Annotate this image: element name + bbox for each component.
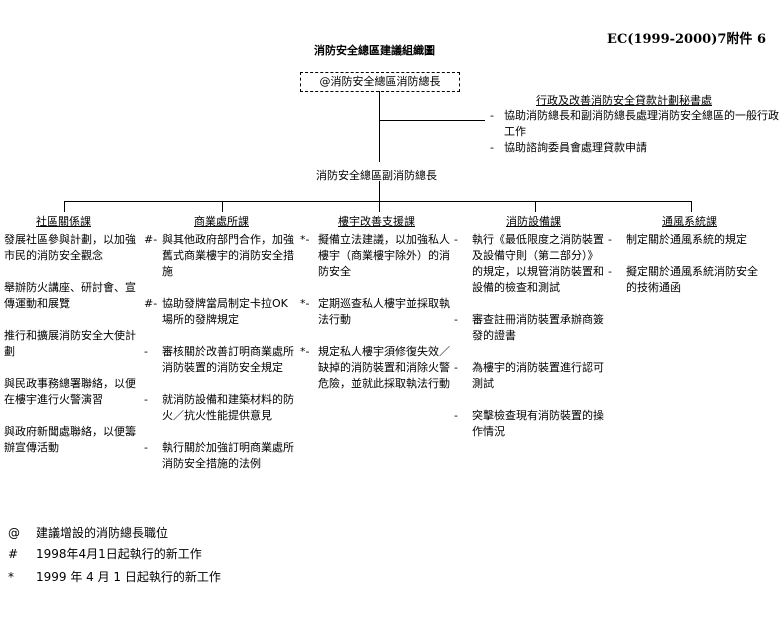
duty-item: - 擬定關於通風系統消防安全的技術通函 bbox=[608, 264, 766, 296]
connector-drop-5 bbox=[691, 201, 692, 212]
duty-text: 推行和擴展消防安全大使計劃 bbox=[4, 329, 136, 358]
duty-text: 執行《最低限度之消防裝置及設備守則（第二部分）》的規定，以規管消防裝置和設備的檢… bbox=[472, 233, 604, 294]
duty-item: - 突擊檢查現有消防裝置的操作情況 bbox=[454, 408, 606, 440]
duty-item: - 制定關於通風系統的規定 bbox=[608, 232, 766, 248]
duty-marker: - bbox=[454, 233, 458, 246]
legend-symbol: @ bbox=[8, 526, 20, 540]
duty-text: 與民政事務總署聯絡，以便在樓宇進行火警演習 bbox=[4, 377, 136, 406]
duty-text: 就消防設備和建築材料的防火／抗火性能提供意見 bbox=[162, 393, 294, 422]
legend-symbol: # bbox=[8, 547, 19, 561]
legend-symbol: * bbox=[8, 570, 14, 584]
connector-secretariat bbox=[379, 120, 485, 121]
secretariat-heading: 行政及改善消防安全貸款計劃秘書處 bbox=[536, 94, 712, 107]
duty-item: #- 協助發牌當局制定卡拉OK場所的發牌規定 bbox=[144, 296, 294, 328]
duty-marker: #- bbox=[144, 233, 158, 246]
duty-text: 審核關於改善訂明商業處所消防裝置的消防安全規定 bbox=[162, 345, 294, 374]
duty-marker: - bbox=[454, 361, 458, 374]
legend-entry: @ 建議增設的消防總長職位 bbox=[8, 524, 168, 541]
legend-entry: #1998年4月1日起執行的新工作 bbox=[8, 545, 202, 562]
duty-text: 協助發牌當局制定卡拉OK場所的發牌規定 bbox=[162, 297, 288, 326]
connector-trunk-bottom bbox=[379, 181, 380, 202]
duty-marker: - bbox=[608, 265, 612, 278]
chart-title: 消防安全總區建議組織圖 bbox=[314, 44, 435, 57]
duty-marker: - bbox=[454, 409, 458, 422]
division-heading-fire-equipment: 消防設備課 bbox=[506, 215, 561, 228]
legend-text: 1999 年 4 月 1 日起執行的新工作 bbox=[36, 570, 221, 584]
division-duties-community: 發展社區參與計劃，以加強市民的消防安全觀念 舉辦防火講座、研討會、宣傳運動和展覽… bbox=[4, 232, 138, 472]
connector-drop-2 bbox=[222, 201, 223, 212]
duty-marker: - bbox=[608, 233, 612, 246]
legend-text: 1998年4月1日起執行的新工作 bbox=[36, 547, 202, 561]
duty-text: 發展社區參與計劃，以加強市民的消防安全觀念 bbox=[4, 233, 136, 262]
legend-text: 建議增設的消防總長職位 bbox=[36, 526, 169, 540]
division-duties-ventilation: - 制定關於通風系統的規定 - 擬定關於通風系統消防安全的技術通函 bbox=[608, 232, 766, 312]
duty-item: 推行和擴展消防安全大使計劃 bbox=[4, 328, 138, 360]
duty-text: 為樓宇的消防裝置進行認可測試 bbox=[472, 361, 604, 390]
connector-horizontal bbox=[64, 201, 692, 202]
duty-text: 與政府新聞處聯絡，以便籌辦宣傳活動 bbox=[4, 425, 136, 454]
secretariat-duties: 協助消防總長和副消防總長處理消防安全總區的一般行政工作 協助諮詢委員會處理貸款申… bbox=[490, 108, 780, 156]
legend-entry: * 1999 年 4 月 1 日起執行的新工作 bbox=[8, 568, 221, 585]
duty-item: - 執行《最低限度之消防裝置及設備守則（第二部分）》的規定，以規管消防裝置和設備的… bbox=[454, 232, 606, 296]
duty-text: 審查註冊消防裝置承辦商簽發的證書 bbox=[472, 313, 604, 342]
duty-text: 定期巡查私人樓宇並採取執法行動 bbox=[318, 297, 450, 326]
document-reference: EC(1999-2000)7附件 6 bbox=[607, 28, 766, 47]
duty-item: 發展社區參與計劃，以加強市民的消防安全觀念 bbox=[4, 232, 138, 264]
duty-marker: - bbox=[144, 345, 148, 358]
connector-drop-1 bbox=[64, 201, 65, 212]
connector-drop-4 bbox=[535, 201, 536, 212]
director-box: @消防安全總區消防總長 bbox=[300, 72, 460, 92]
division-heading-community: 社區關係課 bbox=[36, 215, 91, 228]
division-heading-building: 樓宇改善支援課 bbox=[338, 215, 415, 228]
annex-label: 附件 bbox=[726, 32, 753, 47]
duty-item: 與政府新聞處聯絡，以便籌辦宣傳活動 bbox=[4, 424, 138, 456]
duty-item: 與民政事務總署聯絡，以便在樓宇進行火警演習 bbox=[4, 376, 138, 408]
division-heading-commercial: 商業處所課 bbox=[194, 215, 249, 228]
duty-marker: - bbox=[144, 393, 148, 406]
duty-item: - 就消防設備和建築材料的防火／抗火性能提供意見 bbox=[144, 392, 294, 424]
deputy-director: 消防安全總區副消防總長 bbox=[316, 169, 437, 182]
ref-code: EC(1999-2000)7 bbox=[607, 32, 727, 47]
duty-item: - 執行關於加強訂明商業處所消防安全措施的法例 bbox=[144, 440, 294, 472]
division-duties-fire-equipment: - 執行《最低限度之消防裝置及設備守則（第二部分）》的規定，以規管消防裝置和設備的… bbox=[454, 232, 606, 456]
division-duties-commercial: #- 與其他政府部門合作，加強舊式商業樓宇的消防安全措施 #- 協助發牌當局制定卡拉… bbox=[144, 232, 294, 488]
connector-trunk-top bbox=[379, 91, 380, 162]
division-heading-ventilation: 通風系統課 bbox=[662, 215, 717, 228]
duty-text: 執行關於加強訂明商業處所消防安全措施的法例 bbox=[162, 441, 294, 470]
duty-text: 擬備立法建議，以加強私人樓宇（商業樓宇除外）的消防安全 bbox=[318, 233, 450, 278]
duty-text: 擬定關於通風系統消防安全的技術通函 bbox=[626, 265, 758, 294]
duty-marker: #- bbox=[144, 297, 158, 310]
duty-text: 與其他政府部門合作，加強舊式商業樓宇的消防安全措施 bbox=[162, 233, 294, 278]
secretariat-duty: 協助諮詢委員會處理貸款申請 bbox=[490, 140, 780, 156]
duty-marker: - bbox=[144, 441, 148, 454]
duty-text: 舉辦防火講座、研討會、宣傳運動和展覽 bbox=[4, 281, 136, 310]
duty-marker: *- bbox=[300, 345, 310, 358]
duty-text: 規定私人樓宇須修復失效／缺掉的消防裝置和消除火警危險，並就此採取執法行動 bbox=[318, 345, 450, 390]
duty-item: - 審核關於改善訂明商業處所消防裝置的消防安全規定 bbox=[144, 344, 294, 376]
annex-number: 6 bbox=[756, 32, 766, 47]
duty-item: - 審查註冊消防裝置承辦商簽發的證書 bbox=[454, 312, 606, 344]
duty-item: #- 與其他政府部門合作，加強舊式商業樓宇的消防安全措施 bbox=[144, 232, 294, 280]
connector-drop-3 bbox=[379, 201, 380, 212]
duty-item: *- 擬備立法建議，以加強私人樓宇（商業樓宇除外）的消防安全 bbox=[300, 232, 450, 280]
duty-item: - 為樓宇的消防裝置進行認可測試 bbox=[454, 360, 606, 392]
secretariat-duty: 協助消防總長和副消防總長處理消防安全總區的一般行政工作 bbox=[490, 108, 780, 140]
duty-text: 突擊檢查現有消防裝置的操作情況 bbox=[472, 409, 604, 438]
duty-marker: *- bbox=[300, 297, 310, 310]
duty-marker: - bbox=[454, 313, 458, 326]
duty-item: *- 規定私人樓宇須修復失效／缺掉的消防裝置和消除火警危險，並就此採取執法行動 bbox=[300, 344, 450, 392]
duty-item: 舉辦防火講座、研討會、宣傳運動和展覽 bbox=[4, 280, 138, 312]
duty-marker: *- bbox=[300, 233, 310, 246]
division-duties-building: *- 擬備立法建議，以加強私人樓宇（商業樓宇除外）的消防安全 *- 定期巡查私人樓宇… bbox=[300, 232, 450, 408]
duty-item: *- 定期巡查私人樓宇並採取執法行動 bbox=[300, 296, 450, 328]
duty-text: 制定關於通風系統的規定 bbox=[626, 233, 747, 246]
